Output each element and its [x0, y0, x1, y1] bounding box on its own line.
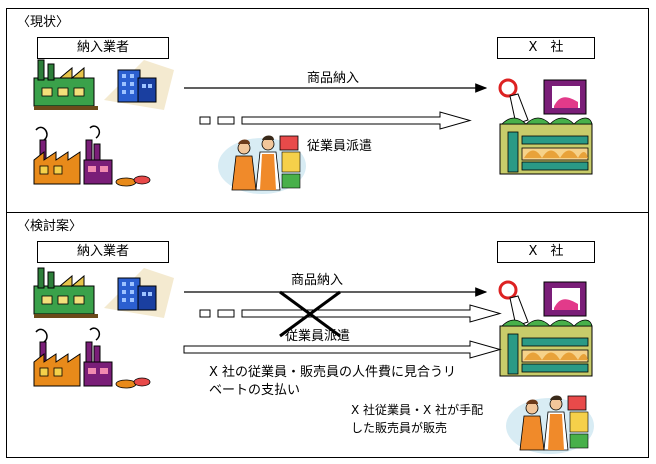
rebate-text-line1: X 社の従業員・販売員の人件費に見合うリ	[209, 365, 457, 380]
proposal-retail-store-icon	[498, 280, 594, 378]
current-company-label: X 社	[497, 37, 595, 59]
cancel-cross-mark	[279, 290, 341, 338]
current-state-panel: 〈現状〉 納入業者 X 社 商品納入 従業員派遣	[6, 8, 649, 214]
proposal-supplier-factory-icon	[33, 267, 99, 319]
supplier-factory-icon	[33, 59, 99, 111]
rebate-text-line2: ベートの支払い	[209, 383, 301, 398]
retail-store-icon	[498, 78, 594, 176]
proposal-staff-arrow	[199, 304, 502, 323]
current-supplier-label: 納入業者	[37, 37, 169, 59]
sales-text-line2: した販売員が販売	[351, 421, 448, 435]
supplier-factory-orange-icon	[33, 125, 151, 187]
sales-text-line1: X 社従業員・X 社が手配	[351, 403, 484, 417]
store-sales-staff-icon	[505, 395, 595, 455]
dispatched-staff-icon	[217, 135, 307, 195]
proposal-goods-delivery-label: 商品納入	[291, 273, 344, 288]
current-staff-arrow	[199, 111, 472, 130]
proposal-supplier-label: 納入業者	[37, 241, 169, 263]
current-section-title: 〈現状〉	[17, 15, 70, 30]
current-goods-delivery-label: 商品納入	[307, 71, 360, 86]
supplier-building-icon	[103, 59, 175, 111]
proposal-company-label: X 社	[497, 241, 595, 263]
current-staff-dispatch-label: 従業員派遣	[307, 139, 373, 154]
proposal-section-title: 〈検討案〉	[17, 219, 83, 234]
proposal-supplier-factory-orange-icon	[33, 327, 151, 389]
proposal-supplier-building-icon	[103, 267, 175, 319]
rebate-payment-arrow	[183, 340, 502, 359]
